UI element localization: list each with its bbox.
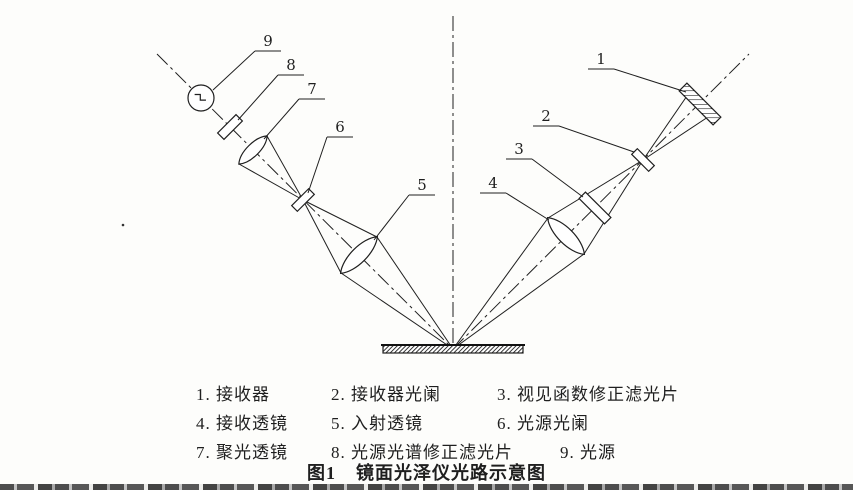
callout-4-number: 4 — [488, 174, 498, 192]
figure-caption: 图1 镜面光泽仪光路示意图 — [0, 459, 853, 485]
legend-item-7: 7. 聚光透镜 — [196, 443, 288, 462]
callout-2-number: 2 — [541, 107, 551, 125]
receiver-aperture — [630, 147, 656, 173]
filament-icon — [194, 93, 206, 101]
legend-item-1: 1. 接收器 — [196, 385, 270, 404]
receiver — [678, 82, 722, 126]
callout-4: 4 — [480, 174, 550, 221]
legend-item-2: 2. 接收器光阑 — [331, 385, 441, 404]
visual-function-filter — [578, 191, 612, 225]
legend-item-6: 6. 光源光阑 — [497, 414, 589, 433]
legend-item-9: 9. 光源 — [560, 443, 616, 462]
receiving-lens — [546, 216, 586, 256]
callout-7-number: 7 — [307, 80, 317, 98]
callout-6-number: 6 — [335, 118, 345, 136]
scan-artifact-strip — [0, 484, 853, 490]
callout-7: 7 — [263, 80, 325, 140]
callout-5: 5 — [373, 176, 435, 241]
callout-9-number: 9 — [263, 32, 273, 50]
beam-rays — [238, 92, 712, 350]
legend-item-5: 5. 入射透镜 — [331, 414, 423, 433]
legend-item-8: 8. 光源光谱修正滤光片 — [331, 443, 513, 462]
callout-2: 2 — [533, 107, 635, 153]
glossmeter-optical-path-diagram: 9 8 7 6 5 1 2 3 — [121, 16, 750, 354]
legend-item-4: 4. 接收透镜 — [196, 414, 288, 433]
optical-axis-reflected — [452, 53, 750, 350]
incident-lens — [339, 235, 379, 275]
callout-1: 1 — [588, 50, 687, 93]
callout-3-number: 3 — [514, 140, 524, 158]
legend-item-3: 3. 视见函数修正滤光片 — [497, 385, 679, 404]
callout-3: 3 — [506, 140, 584, 198]
callout-8-number: 8 — [286, 56, 296, 74]
light-source-lamp — [187, 84, 215, 112]
callout-5-number: 5 — [417, 176, 427, 194]
callout-9: 9 — [212, 32, 281, 91]
source-aperture — [290, 187, 316, 213]
callout-6: 6 — [307, 118, 353, 194]
sample-surface — [381, 344, 525, 354]
figure-number: 图1 — [307, 463, 336, 483]
callout-1-number: 1 — [596, 50, 606, 68]
source-spectrum-filter — [216, 113, 244, 141]
figure-title: 镜面光泽仪光路示意图 — [356, 463, 546, 483]
callout-8: 8 — [237, 56, 304, 121]
scan-speck — [121, 223, 125, 227]
